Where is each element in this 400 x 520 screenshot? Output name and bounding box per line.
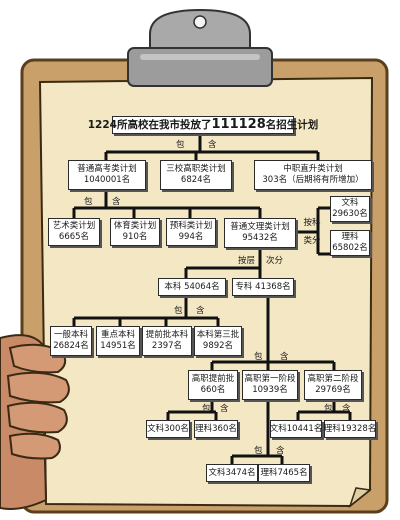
yiben-node: 一般本科 26824名	[50, 326, 92, 356]
gaozhi-stage2-count: 29769名	[315, 385, 351, 395]
clip-hole	[193, 15, 207, 29]
root-text-num: 111128	[211, 117, 266, 132]
tq-wen-node: 文科300名	[146, 420, 190, 438]
sports-plan-count: 910名	[122, 232, 148, 242]
art-plan-node: 艺术类计划 6665名	[48, 218, 100, 246]
benke-node: 本科 54064名	[158, 278, 226, 296]
edge-label-bao-1: 包	[176, 140, 185, 150]
zhongdian-node: 重点本科 14951名	[96, 326, 140, 356]
gaozhi-tiqianpi-title: 高职提前批	[191, 374, 235, 384]
zhuanke-text: 专科 41368名	[235, 281, 291, 292]
gaozhi-tiqianpi-count: 660名	[200, 385, 226, 395]
art-plan-count: 6665名	[58, 232, 90, 242]
root-node: 1224所高校在我市投放了111128名招生计划	[88, 116, 318, 134]
yiben-title: 一般本科	[53, 330, 88, 340]
wenli-li-count: 65802名	[332, 243, 368, 253]
regular-plan-count: 1040001名	[83, 175, 131, 185]
tq-wen-text: 文科300名	[147, 423, 189, 434]
benke-text: 本科 54064名	[164, 281, 220, 292]
wenli-plan-node: 普通文理类计划 95432名	[224, 218, 296, 248]
s1-li-node: 理科7465名	[258, 464, 310, 482]
wenli-li-title: 理科	[341, 232, 359, 242]
gaozhi-stage2-node: 高职第二阶段 29769名	[304, 370, 362, 400]
sports-plan-node: 体育类计划 910名	[110, 218, 160, 246]
zhongzhi-plan-count: 303名（后期将有所增加）	[262, 175, 364, 185]
wenli-plan-title: 普通文理类计划	[230, 222, 290, 232]
root-text-post: 名招生计划	[265, 119, 319, 131]
s2-li-text: 理科19328名	[323, 423, 377, 434]
zhongzhi-plan-title: 中职直升类计划	[283, 164, 343, 174]
s1-li-text: 理科7465名	[260, 467, 308, 478]
wenli-wen-node: 文科 29630名	[330, 196, 370, 222]
paper-corner	[348, 487, 372, 509]
sanxiao-plan-title: 三校高职类计划	[166, 164, 226, 174]
tiqian-count: 2397名	[151, 341, 183, 351]
s2-li-node: 理科19328名	[324, 420, 376, 438]
s2-wen-text: 文科10441名	[269, 423, 323, 434]
clip-top	[149, 8, 251, 51]
clip-highlight	[140, 54, 260, 60]
regular-plan-title: 普通高考类计划	[77, 164, 137, 174]
sanxiao-plan-count: 6824名	[180, 175, 212, 185]
gaozhi-stage1-node: 高职第一阶段 10939名	[242, 370, 298, 400]
edge-label-han-4: 含	[280, 352, 289, 362]
gaozhi-stage1-count: 10939名	[252, 385, 288, 395]
zhongdian-count: 14951名	[100, 341, 136, 351]
wenli-wen-title: 文科	[341, 198, 359, 208]
sanpi-count: 9892名	[202, 341, 234, 351]
gaozhi-tiqianpi-node: 高职提前批 660名	[188, 370, 238, 400]
tq-li-text: 理科360名	[195, 423, 237, 434]
regular-plan-node: 普通高考类计划 1040001名	[68, 160, 146, 190]
edge-label-han-5: 含	[220, 404, 229, 414]
art-plan-title: 艺术类计划	[52, 221, 96, 231]
edge-label-cifen: 次分	[266, 256, 284, 266]
sanpi-title: 本科第三批	[196, 330, 240, 340]
edge-label-han-1: 含	[208, 140, 217, 150]
edge-label-han-3: 含	[196, 306, 205, 316]
edge-label-bao-7: 包	[254, 446, 263, 456]
gaozhi-stage2-title: 高职第二阶段	[307, 374, 359, 384]
edge-label-han-6: 含	[342, 404, 351, 414]
edge-label-bao-4: 包	[254, 352, 263, 362]
hand-illustration	[0, 334, 70, 510]
prep-plan-title: 预科类计划	[169, 221, 213, 231]
tiqian-node: 提前批本科 2397名	[142, 326, 192, 356]
edge-label-leibie: 类分	[303, 236, 321, 246]
zhongdian-title: 重点本科	[100, 330, 135, 340]
wenli-plan-count: 95432名	[242, 233, 278, 243]
edge-label-bao-6: 包	[324, 404, 333, 414]
sanxiao-plan-node: 三校高职类计划 6824名	[160, 160, 232, 190]
tiqian-title: 提前批本科	[145, 330, 189, 340]
prep-plan-count: 994名	[178, 232, 204, 242]
zhuanke-node: 专科 41368名	[232, 278, 294, 296]
root-text-pre: 1224所高校在我市投放了	[87, 119, 212, 131]
edge-label-han-2: 含	[112, 197, 121, 207]
s1-wen-node: 文科3474名	[206, 464, 258, 482]
prep-plan-node: 预科类计划 994名	[166, 218, 216, 246]
tq-li-node: 理科360名	[194, 420, 238, 438]
sanpi-node: 本科第三批 9892名	[194, 326, 242, 356]
edge-label-bao-2: 包	[84, 197, 93, 207]
edge-label-bao-3: 包	[174, 306, 183, 316]
gaozhi-stage1-title: 高职第一阶段	[244, 374, 296, 384]
edge-label-ancheng: 按层	[238, 256, 256, 266]
diagram-connectors	[72, 134, 352, 464]
sports-plan-title: 体育类计划	[113, 221, 157, 231]
zhongzhi-plan-node: 中职直升类计划 303名（后期将有所增加）	[254, 160, 372, 190]
wenli-li-node: 理科 65802名	[330, 230, 370, 256]
wenli-wen-count: 29630名	[332, 209, 368, 219]
edge-label-anke: 按科	[303, 218, 321, 228]
s1-wen-text: 文科3474名	[208, 467, 256, 478]
yiben-count: 26824名	[53, 341, 89, 351]
s2-wen-node: 文科10441名	[270, 420, 322, 438]
clip-base	[127, 47, 273, 87]
edge-label-han-7: 含	[276, 446, 285, 456]
edge-label-bao-5: 包	[202, 404, 211, 414]
